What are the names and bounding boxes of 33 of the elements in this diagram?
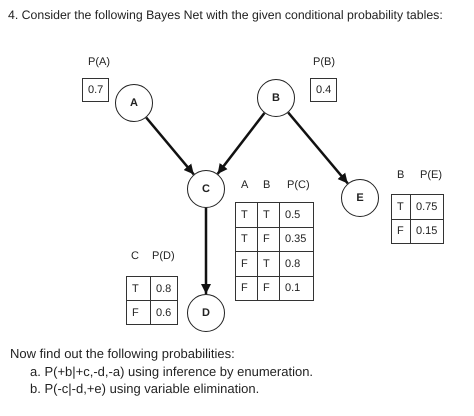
column-header: B [397,169,404,181]
table-cell: 0.8 [150,276,178,301]
column-header: P(E) [420,169,442,181]
column-header: A [241,179,248,191]
table-cell: 0.4 [310,78,337,102]
arrow [216,112,266,175]
node-circle: A [115,84,153,122]
table-cell: F [126,300,151,325]
question-text: a. P(+b|+c,-d,-a) using inference by enumeration. [30,364,314,379]
table-cell: 0.75 [410,194,444,220]
arrow [201,208,211,294]
column-header: C [131,250,139,262]
table-cell: T [391,194,411,220]
table-cell: F [391,218,411,244]
table-cell: 0.7 [82,78,109,102]
table-cell: 0.6 [150,300,178,325]
table-cell: 0.15 [410,218,444,244]
table-cell: F [235,276,258,301]
node-circle: E [341,179,379,217]
arrow [287,112,349,184]
table-cell: 0.1 [279,276,314,301]
question-text: b. P(-c|-d,+e) using variable elimination. [30,381,260,396]
node-circle: C [187,170,225,208]
table-cell: 0.5 [279,202,314,228]
question-text: Now find out the following probabilities: [10,346,235,361]
table-cell: T [235,202,258,228]
table-cell: T [126,276,151,301]
node-circle: B [257,79,295,117]
node-circle: D [187,294,225,332]
title: 4. Consider the following Bayes Net with the given conditional probability tables: [8,8,443,22]
arrow [145,116,195,176]
column-header: B [263,179,270,191]
column-header: P(D) [152,250,175,262]
